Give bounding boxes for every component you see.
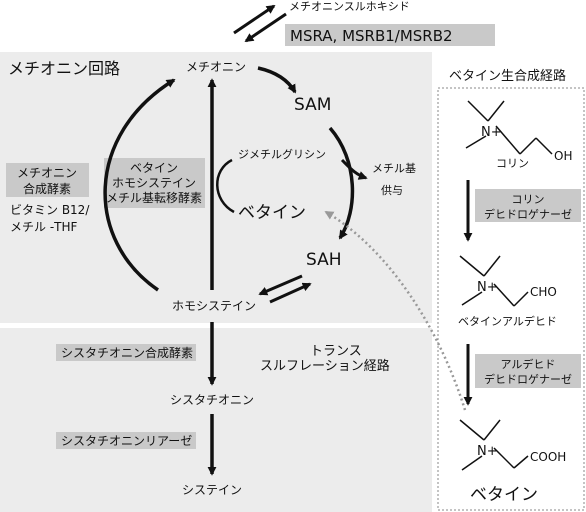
- betaine-cycle-label: ベタイン: [238, 203, 306, 223]
- aldehyde-dehydrogenase-line1: アルデヒド: [501, 357, 556, 371]
- to-sulfoxide-arrow: [233, 4, 276, 35]
- betaine-synthesis-panel: [437, 87, 585, 511]
- methionine-synthase-line2: 合成酵素: [23, 181, 71, 196]
- betaine-synthesis-dotted-arrow: [324, 210, 467, 411]
- betaine-synthesis-title: ベタイン生合成経路: [449, 68, 566, 84]
- methionine-synthase-line1: メチオニン: [17, 166, 77, 180]
- betaine-aldehyde-structure: [459, 255, 529, 307]
- betaine-product-label: ベタイン: [470, 485, 538, 505]
- aldehyde-cho: CHO: [530, 285, 557, 299]
- betaine-structure: [459, 419, 529, 471]
- bhmt-line1: ベタイン: [130, 161, 178, 175]
- msr-enzymes-label: MSRA, MSRB1/MSRB2: [290, 27, 453, 45]
- bhmt-line3: メチル基転移酵素: [106, 191, 202, 205]
- sulfoxide-label: メチオニンスルホキシド: [289, 0, 410, 13]
- cgl-box: [56, 432, 196, 449]
- choline-dehydrogenase-line1: コリン: [512, 193, 545, 206]
- homocysteine-to-methionine-arc: [103, 78, 176, 292]
- choline-structure: [465, 100, 553, 155]
- from-sulfoxide-arrow: [244, 12, 287, 43]
- betaine-aldehyde-label: ベタインアルデヒド: [458, 314, 557, 328]
- msr-label-box: [285, 24, 495, 46]
- choline-oh: OH: [554, 149, 572, 163]
- cystathionine-label: シスタチオニン: [170, 393, 254, 407]
- sah-label: SAH: [306, 250, 342, 270]
- aldehyde-dehydrogenase-box: [475, 354, 581, 388]
- transsulfuration-title-line2: スルフレーション経路: [260, 358, 390, 374]
- betaine-cooh: COOH: [530, 450, 566, 464]
- sah-to-homocysteine-arrow: [258, 274, 303, 296]
- cbs-label: シスタチオニン合成酵素: [61, 345, 193, 360]
- cysteine-label: システイン: [182, 483, 242, 497]
- methyl-donation-line1: メチル基: [372, 162, 416, 175]
- bhmt-line2: ホモシステイン: [112, 176, 196, 190]
- methionine-label: メチオニン: [186, 60, 246, 74]
- transsulfuration-title-line1: トランス: [310, 344, 362, 359]
- methionine-to-sam-arrow: [257, 66, 297, 94]
- sam-label: SAM: [294, 95, 331, 115]
- bhmt-box: [104, 158, 205, 208]
- methyl-donation-arrow: [340, 158, 368, 180]
- choline-n-plus: N+: [481, 125, 502, 140]
- cofactor-line2: メチル -THF: [10, 220, 77, 234]
- choline-dehydrogenase-box: [475, 189, 581, 222]
- cofactor-line1: ビタミン B12/: [10, 203, 90, 217]
- homocysteine-label: ホモシステイン: [172, 299, 256, 313]
- methionine-cycle-title: メチオニン回路: [8, 59, 120, 78]
- homocysteine-to-sah-arrow: [269, 282, 312, 304]
- methionine-synthase-box: [6, 163, 89, 197]
- cgl-label: シスタチオニンリアーゼ: [61, 434, 192, 448]
- betaine-n-plus: N+: [477, 444, 498, 459]
- choline-label: コリン: [496, 157, 529, 170]
- dimethylglycine-label: ジメチルグリシン: [238, 147, 326, 161]
- aldehyde-n-plus: N+: [477, 280, 498, 295]
- sam-to-sah-arc: [328, 126, 355, 240]
- aldehyde-dehydrogenase-line2: デヒドロゲナーゼ: [484, 372, 572, 386]
- cbs-box: [56, 344, 196, 361]
- choline-dehydrogenase-line2: デヒドロゲナーゼ: [484, 207, 572, 221]
- methyl-donation-line2: 供与: [381, 183, 403, 197]
- betaine-to-dimethylglycine-arc: [216, 158, 235, 214]
